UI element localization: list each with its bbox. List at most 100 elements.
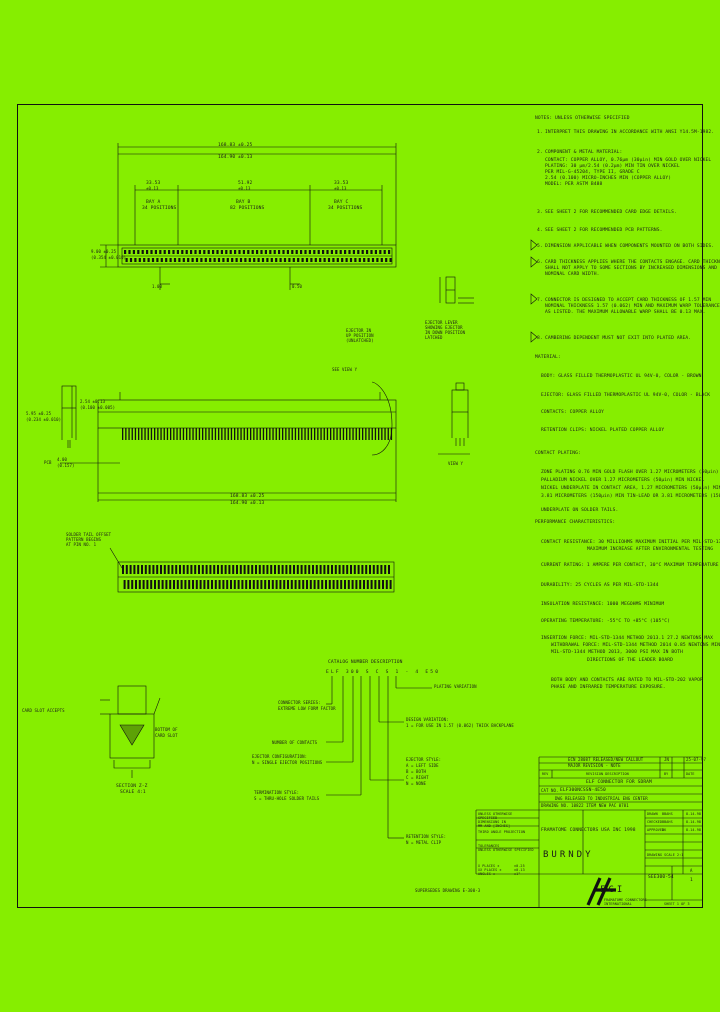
front-pin: [173, 428, 175, 440]
note-text: NOMINAL CARD WIDTH.: [545, 272, 600, 277]
approved-label: APPROVED: [647, 828, 665, 832]
side-dim-b-inch: (0.100 ±0.005): [80, 405, 116, 410]
front-pin: [278, 428, 281, 440]
top-contact: [220, 250, 223, 254]
top-contact: [185, 250, 188, 254]
bottom-pad: [374, 580, 377, 589]
approved-date: 8-14-98: [686, 828, 701, 832]
front-pin: [202, 428, 204, 440]
top-contact: [125, 258, 128, 262]
bottom-pad: [342, 565, 345, 574]
top-contact: [204, 258, 207, 262]
bottom-pad: [321, 580, 324, 589]
front-pin: [237, 428, 239, 440]
top-contact: [291, 250, 294, 254]
top-contact: [282, 250, 285, 254]
top-contact: [326, 250, 329, 254]
bottom-pad: [361, 565, 364, 574]
catalog-legend-line: TERMINATION STYLE:: [254, 790, 300, 795]
front-pin: [192, 428, 194, 440]
note-line: 1.INTERPRET THIS DRAWING IN ACCORDANCE W…: [537, 130, 714, 135]
revision-letter: 1: [690, 878, 693, 883]
catalog-legend-line: C = RIGHT: [406, 775, 429, 780]
bottom-pad: [357, 565, 360, 574]
note-line: PLATING: 30 μm/2.54 (0.2μm) MIN TIN OVER…: [537, 164, 680, 169]
bay-c-tol: ±0.13: [334, 186, 347, 191]
front-pin: [157, 428, 159, 440]
bottom-pad: [129, 565, 132, 574]
card-slot-callout: CARD SLOT ACCEPTS: [22, 708, 65, 713]
bottom-pad: [338, 565, 341, 574]
bottom-pad: [302, 580, 305, 589]
front-pin: [374, 428, 377, 440]
bottom-pad: [332, 580, 335, 589]
tolerance-label: DIMENSIONS IN: [478, 820, 506, 824]
note-text: NOMINAL THICKNESS 1.57 (0.062) MIN AND M…: [545, 304, 720, 309]
bottom-pad: [313, 580, 316, 589]
top-contact: [308, 250, 311, 254]
bottom-pad: [175, 565, 178, 574]
top-contact: [374, 250, 377, 254]
note-line: 8.CAMBERING DEPENDENT MUST NOT EXIT INTO…: [537, 336, 691, 341]
bottom-pad: [294, 580, 297, 589]
top-contact: [147, 258, 150, 262]
materials-header: MATERIAL:: [535, 355, 561, 360]
top-contact: [358, 258, 361, 262]
front-pin: [227, 428, 229, 440]
material-line: CONTACTS: COPPER ALLOY: [541, 410, 605, 415]
bottom-pad: [179, 565, 181, 574]
top-contact: [194, 250, 197, 254]
top-contact: [187, 258, 190, 262]
note-text: CONTACT: COPPER ALLOY, 0.76μm (30μin) MI…: [545, 158, 712, 163]
front-span-dim: 164.90 ±0.13: [230, 501, 265, 506]
top-contact: [190, 250, 193, 254]
performance-header: PERFORMANCE CHARACTERISTICS:: [535, 520, 616, 525]
top-contact: [203, 250, 206, 254]
top-contact: [207, 250, 210, 254]
bottom-pad: [370, 580, 373, 589]
catalog-legend-line: EJECTOR CONFIGURATION:: [252, 754, 308, 759]
bottom-pad: [232, 565, 235, 574]
bottom-pad: [165, 580, 168, 589]
note-number: 7.: [537, 298, 543, 303]
plating-line: PALLADIUM NICKEL OVER 1.27 MICROMETERS (…: [541, 478, 705, 483]
top-contact: [310, 258, 313, 262]
bottom-pad: [380, 565, 383, 574]
bottom-pad: [351, 580, 354, 589]
revision-row-2: MAJOR REVISION - NOTE: [568, 763, 621, 768]
bottom-pad: [146, 580, 149, 589]
bottom-pad: [182, 565, 185, 574]
bottom-pad: [194, 565, 197, 574]
pcb-dim: 4.00: [57, 457, 68, 462]
section-title: SECTION Z-Z: [116, 784, 148, 789]
catalog-legend-line: RETENTION STYLE:: [406, 834, 447, 839]
top-contact: [172, 250, 175, 254]
height-dim: 9.00 ±0.25: [91, 249, 117, 254]
bay-b-dim: 51.92: [238, 181, 253, 186]
pcb-label: PCB: [44, 460, 52, 465]
front-pin: [288, 428, 290, 440]
top-contact: [264, 250, 267, 254]
note-line: PER MIL-G-45204, TYPE II, GRADE C: [537, 170, 640, 175]
front-pin: [198, 428, 201, 440]
bottom-pad: [271, 580, 274, 589]
front-pin: [256, 428, 258, 440]
bottom-pad: [131, 580, 134, 589]
bottom-pad: [127, 580, 130, 589]
bottom-pad: [336, 580, 339, 589]
note-text: SHALL NOT APPLY TO SOME SECTIONS BY INCR…: [545, 266, 717, 271]
front-pin: [326, 428, 329, 440]
bottom-pad: [211, 580, 213, 589]
front-pin: [291, 428, 293, 440]
bay-a-dim: 33.53: [146, 181, 161, 186]
top-contact: [292, 258, 295, 262]
plating-line: NICKEL UNDERPLATE IN CONTACT AREA, 1.27 …: [541, 486, 720, 491]
bottom-pad: [125, 565, 128, 574]
top-contact: [176, 250, 179, 254]
bottom-pad: [195, 580, 198, 589]
note-number: 8.: [537, 336, 543, 341]
front-pin: [214, 428, 217, 440]
performance-line: CURRENT RATING: 1 AMPERE PER CONTACT, 30…: [541, 563, 720, 568]
front-pin: [224, 428, 226, 440]
